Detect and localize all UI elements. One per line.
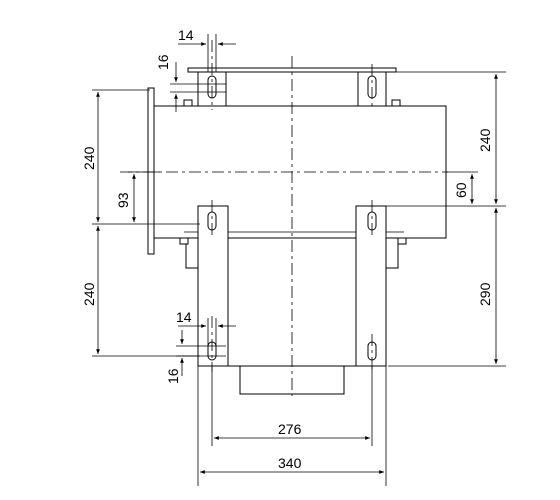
dim-bottom-bolt-height: 16 xyxy=(165,368,181,384)
dim-right-upper-height: 240 xyxy=(477,128,493,152)
dim-outer-width: 340 xyxy=(278,455,302,471)
dim-top-bolt-height: 16 xyxy=(155,54,171,70)
bottom-left-leg xyxy=(197,205,229,367)
dim-top-bolt-width: 14 xyxy=(178,27,194,43)
dim-left-offset: 93 xyxy=(115,192,131,208)
top-plate xyxy=(187,67,397,73)
dim-left-lower-height: 240 xyxy=(81,282,97,306)
left-flange xyxy=(147,87,155,255)
bottom-right-leg xyxy=(355,205,387,367)
center-lines xyxy=(120,40,448,396)
dim-right-offset: 60 xyxy=(453,182,469,198)
dim-bottom-bolt-width: 14 xyxy=(176,309,192,325)
dim-left-upper-height: 240 xyxy=(81,146,97,170)
dim-right-lower-height: 290 xyxy=(477,282,493,306)
dim-inner-width: 276 xyxy=(278,421,302,437)
dimensions: 14 16 240 93 240 14 16 xyxy=(81,27,506,486)
housing xyxy=(147,67,447,395)
